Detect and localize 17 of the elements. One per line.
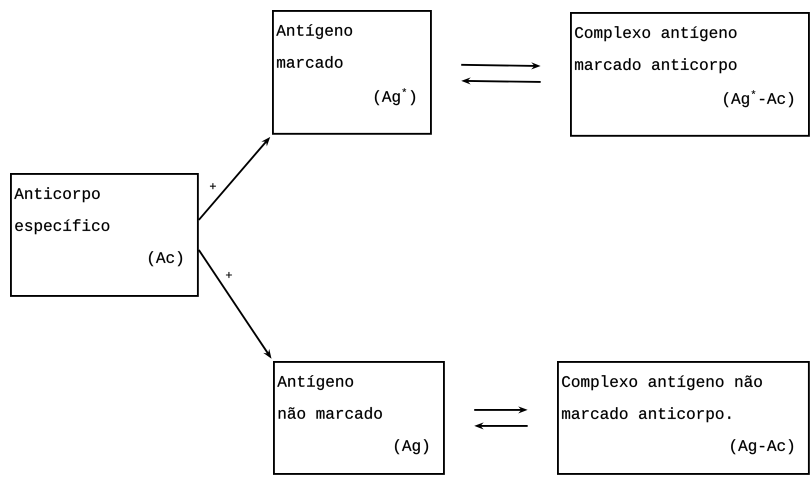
- box-text: Antígeno marcado: [276, 24, 352, 68]
- abbreviation-label: (Ag-Ac): [731, 439, 794, 454]
- box-text: Anticorpo específico: [14, 187, 110, 234]
- abbreviation-label: (Ac): [149, 251, 182, 266]
- process-box: [557, 361, 810, 475]
- edge-label: +: [226, 272, 232, 278]
- edge-label: +: [210, 183, 216, 190]
- box-text: Antígeno não marcado: [277, 375, 382, 419]
- process-box: [570, 12, 810, 137]
- process-box: [10, 173, 199, 297]
- box-text: Complexo antígeno marcado anticorpo: [574, 26, 737, 74]
- abbreviation-label: (Ag$^{*}$): [374, 88, 416, 106]
- abbreviation-label: (Ag$^{*}$-Ac): [724, 90, 794, 108]
- box-text: Complexo antígeno não marcado anticorpo.: [562, 375, 762, 422]
- process-box: [273, 361, 445, 475]
- abbreviation-label: (Ag): [395, 439, 428, 454]
- process-box: [272, 10, 432, 135]
